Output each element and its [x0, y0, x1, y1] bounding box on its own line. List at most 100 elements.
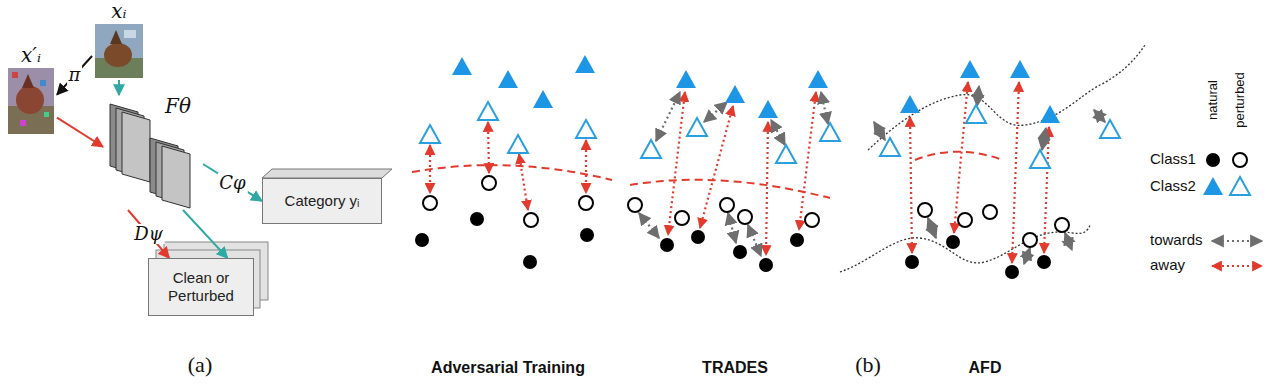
clean-image-part [104, 43, 132, 67]
clean-image-part [124, 30, 136, 38]
trades-panel-part [660, 238, 674, 252]
feature-maps [110, 104, 190, 208]
trades-panel [628, 70, 840, 272]
perturbed-image-part [12, 72, 18, 78]
feature-maps-part [162, 146, 190, 208]
afd-panel-part [918, 203, 932, 217]
trades-panel-part-part [748, 225, 761, 256]
trades-panel-part [668, 92, 816, 255]
perturbed-input: x′ᵢ [5, 44, 57, 136]
trades-panel-part [725, 85, 745, 103]
trades-panel-part [628, 198, 642, 212]
at-panel-part [523, 255, 537, 269]
afd-panel-part-part [928, 218, 936, 238]
flow-arrow [118, 80, 120, 95]
feature-extractor: Fθ [103, 95, 203, 210]
trades-panel-part [790, 233, 804, 247]
panel-title: Adversarial Training [431, 358, 585, 377]
afd-panel-part-part [910, 117, 912, 253]
at-panel-part [533, 90, 553, 108]
trades-panel-part-part [799, 92, 816, 230]
afd-panel-part [983, 205, 997, 219]
afd-panel-part-part [1024, 248, 1030, 264]
at-panel-part [498, 70, 518, 88]
trades-panel-part-part [700, 106, 733, 228]
discriminator-output: Clean or Perturbed [148, 258, 254, 316]
afd-panel-part [946, 235, 960, 249]
at-panel-part [420, 125, 440, 143]
trades-panel-part-part [704, 102, 727, 122]
at-panel [412, 55, 612, 269]
afd-panel-part [1037, 255, 1051, 269]
at-panel-part-part [429, 145, 431, 193]
trades-panel-part [820, 123, 840, 141]
trades-panel-part-part [656, 92, 680, 141]
afd-panel-part-part [1012, 82, 1019, 263]
flow-arrow [203, 164, 262, 201]
at-panel-part [430, 122, 586, 210]
panel-title: TRADES [702, 358, 768, 377]
flow-arrow [183, 210, 228, 258]
classifier-slab-part [262, 169, 392, 178]
classifier-output: Category yᵢ [262, 178, 382, 224]
edge-label: Cφ [217, 173, 247, 193]
afd-panel-part-part [1042, 128, 1046, 150]
afd-panel-part [960, 60, 980, 78]
edge-label: Dψ [132, 224, 165, 244]
legend-column-head: perturbed [1232, 72, 1248, 128]
afd-panel-part [1040, 105, 1060, 123]
at-panel-part [575, 55, 595, 73]
legend-text: Class1 [1150, 150, 1196, 168]
legend-column-head: natural [1205, 80, 1221, 120]
legend-text: away [1150, 256, 1185, 274]
legend-text: Class2 [1150, 177, 1196, 195]
perturbed-image-part [20, 120, 26, 126]
subfigure-label: (a) [188, 352, 212, 378]
clean-input: xᵢ [92, 0, 146, 80]
trades-panel-part [691, 230, 705, 244]
perturbed-image-part [22, 74, 34, 88]
afd-panel-part [1100, 120, 1120, 138]
trades-panel-part [639, 92, 828, 256]
trades-panel-part-part [821, 92, 828, 124]
trades-panel-part [687, 118, 707, 136]
clean-image-part [95, 24, 143, 78]
perturbed-image-part [16, 86, 44, 114]
trades-panel-part [676, 70, 696, 88]
afd-panel-part [1030, 150, 1050, 168]
panel-title: AFD [969, 358, 1002, 377]
trades-panel-part [720, 198, 734, 212]
at-panel-part [452, 57, 472, 75]
at-panel-part [508, 135, 528, 153]
afd-panel-part-part [954, 82, 968, 233]
at-panel-part [470, 212, 484, 226]
legend-text: towards [1150, 231, 1203, 249]
trades-panel-part [675, 211, 689, 225]
trades-panel-part [808, 70, 828, 88]
classifier-slab [262, 169, 392, 178]
trades-panel-part-part [728, 213, 736, 243]
edge-label: π [67, 65, 83, 85]
legend-samples-part [1233, 153, 1247, 167]
trades-panel-part [805, 213, 819, 227]
afd-panel-part [910, 82, 1049, 263]
afd-panel-part-part [1065, 233, 1072, 250]
legend-samples-part [1230, 177, 1250, 195]
perturbed-input-text: x′ᵢ [21, 43, 41, 67]
at-panel-part [576, 120, 596, 138]
afd-panel-part [868, 45, 1145, 150]
afd-panel-part [874, 86, 1105, 264]
subfigure-label: (b) [855, 352, 881, 378]
afd-panel-part [840, 225, 1090, 272]
legend-samples [1203, 153, 1262, 266]
flow-arrow [57, 118, 103, 147]
flow-arrow [128, 210, 169, 258]
trades-panel-part [759, 258, 773, 272]
legend-samples-part [1212, 240, 1262, 242]
clean-image-part [110, 30, 122, 44]
trades-panel-part [630, 180, 830, 198]
afd-panel-part [1005, 265, 1019, 279]
